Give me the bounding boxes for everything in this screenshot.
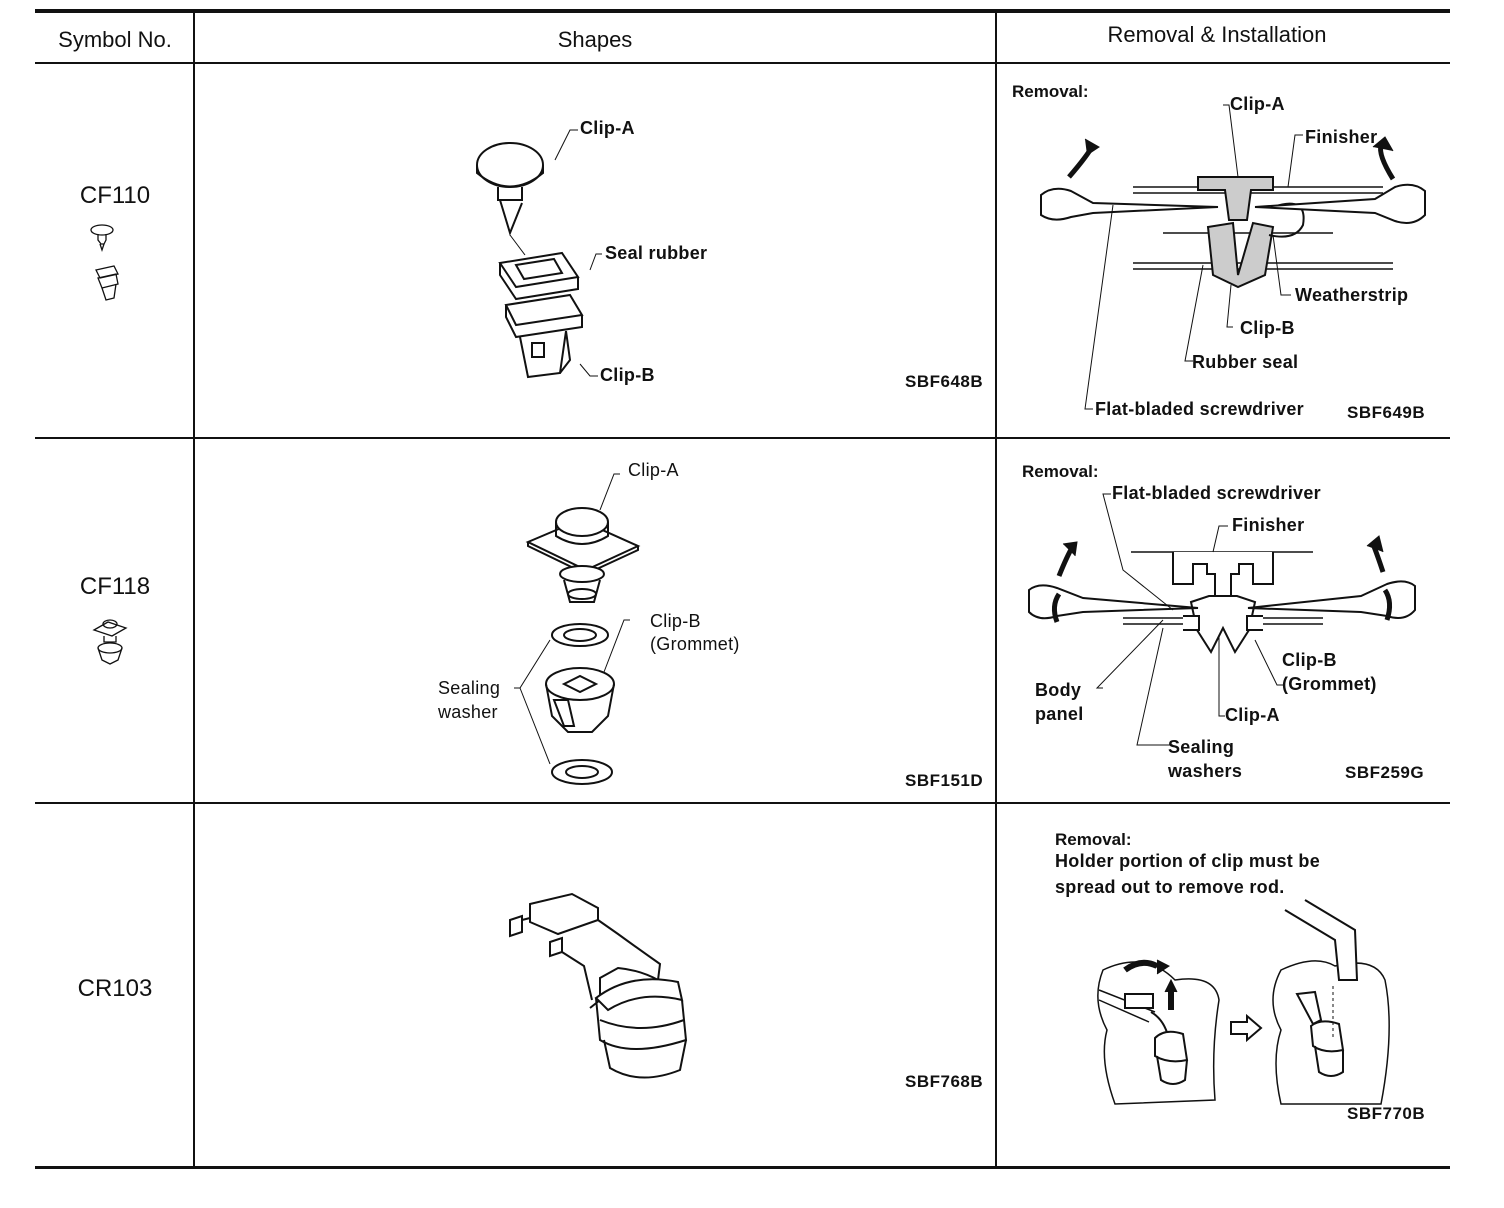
header-divider bbox=[35, 62, 1450, 64]
cf110-label-seal-rubber: Seal rubber bbox=[605, 243, 708, 263]
cf110-removal-drawing bbox=[1033, 135, 1433, 365]
cf118-shape-drawing bbox=[520, 480, 720, 820]
row-divider-2 bbox=[35, 802, 1450, 804]
cf110-removal-label-clip-a: Clip-A bbox=[1230, 94, 1285, 114]
cf110-shape-drawing bbox=[470, 105, 670, 395]
cf118-removal-title: Removal: bbox=[1022, 462, 1099, 481]
cf110-label-clip-b: Clip-B bbox=[600, 365, 655, 385]
cr103-removal-text-line-2: spread out to remove rod. bbox=[1055, 877, 1285, 897]
cf118-removal-label-sealing: Sealing bbox=[1168, 737, 1235, 757]
cf110-removal-label-weatherstrip: Weatherstrip bbox=[1295, 285, 1409, 305]
cr103-removal-drawing bbox=[1085, 900, 1405, 1110]
header-shapes: Shapes bbox=[557, 27, 633, 52]
cf110-removal-label-rubber-seal: Rubber seal bbox=[1192, 352, 1299, 372]
cr103-removal-text-line-1: Holder portion of clip must be bbox=[1055, 851, 1320, 871]
cf118-label-sealing: Sealing bbox=[438, 678, 501, 698]
cf118-removal-label-body: Body bbox=[1035, 680, 1082, 700]
cf118-removal-label-clip-a: Clip-A bbox=[1225, 705, 1280, 725]
symbol-cr103: CR103 bbox=[77, 975, 153, 1002]
cf118-removal-label-screwdriver: Flat-bladed screwdriver bbox=[1112, 483, 1321, 503]
cf110-removal-title: Removal: bbox=[1012, 82, 1089, 101]
cr103-shape-drawing bbox=[500, 890, 700, 1090]
symbol-cf118: CF118 bbox=[79, 573, 151, 600]
cf118-removal-label-clip-b: Clip-B bbox=[1282, 650, 1337, 670]
cr103-shape-code: SBF768B bbox=[905, 1072, 984, 1091]
cf118-label-clip-a: Clip-A bbox=[628, 460, 679, 480]
cf110-mini-icon bbox=[88, 220, 138, 320]
header-removal: Removal & Installation bbox=[1107, 22, 1327, 47]
cf118-removal-label-finisher: Finisher bbox=[1232, 515, 1305, 535]
cf118-removal-code: SBF259G bbox=[1345, 763, 1425, 782]
cf118-removal-label-grommet: (Grommet) bbox=[1282, 674, 1377, 694]
cf118-label-grommet: (Grommet) bbox=[650, 634, 740, 654]
cf118-mini-icon bbox=[90, 612, 140, 672]
cf110-label-clip-a: Clip-A bbox=[580, 118, 635, 138]
cf110-removal-label-screwdriver: Flat-bladed screwdriver bbox=[1095, 399, 1304, 419]
cf118-label-washer: washer bbox=[438, 702, 498, 722]
header-symbol: Symbol No. bbox=[58, 27, 172, 52]
table-bottom-border bbox=[35, 1166, 1450, 1169]
cf110-shape-code: SBF648B bbox=[905, 372, 984, 391]
cf118-removal-label-washers: washers bbox=[1168, 761, 1243, 781]
column-divider-1 bbox=[193, 11, 195, 1168]
cf118-removal-drawing bbox=[1023, 540, 1423, 790]
cf110-removal-code: SBF649B bbox=[1347, 403, 1426, 422]
cf110-removal-label-finisher: Finisher bbox=[1305, 127, 1378, 147]
cf118-shape-code: SBF151D bbox=[905, 771, 984, 790]
cr103-removal-code: SBF770B bbox=[1347, 1104, 1426, 1123]
cf110-removal-label-clip-b: Clip-B bbox=[1240, 318, 1295, 338]
symbol-cf110: CF110 bbox=[79, 182, 151, 209]
cf118-removal-label-panel: panel bbox=[1035, 704, 1084, 724]
column-divider-2 bbox=[995, 11, 997, 1168]
cf118-label-clip-b: Clip-B bbox=[650, 611, 701, 631]
row-divider-1 bbox=[35, 437, 1450, 439]
cr103-removal-title: Removal: bbox=[1055, 830, 1132, 849]
table-top-border bbox=[35, 9, 1450, 13]
cf110-leader-lines bbox=[500, 120, 700, 420]
